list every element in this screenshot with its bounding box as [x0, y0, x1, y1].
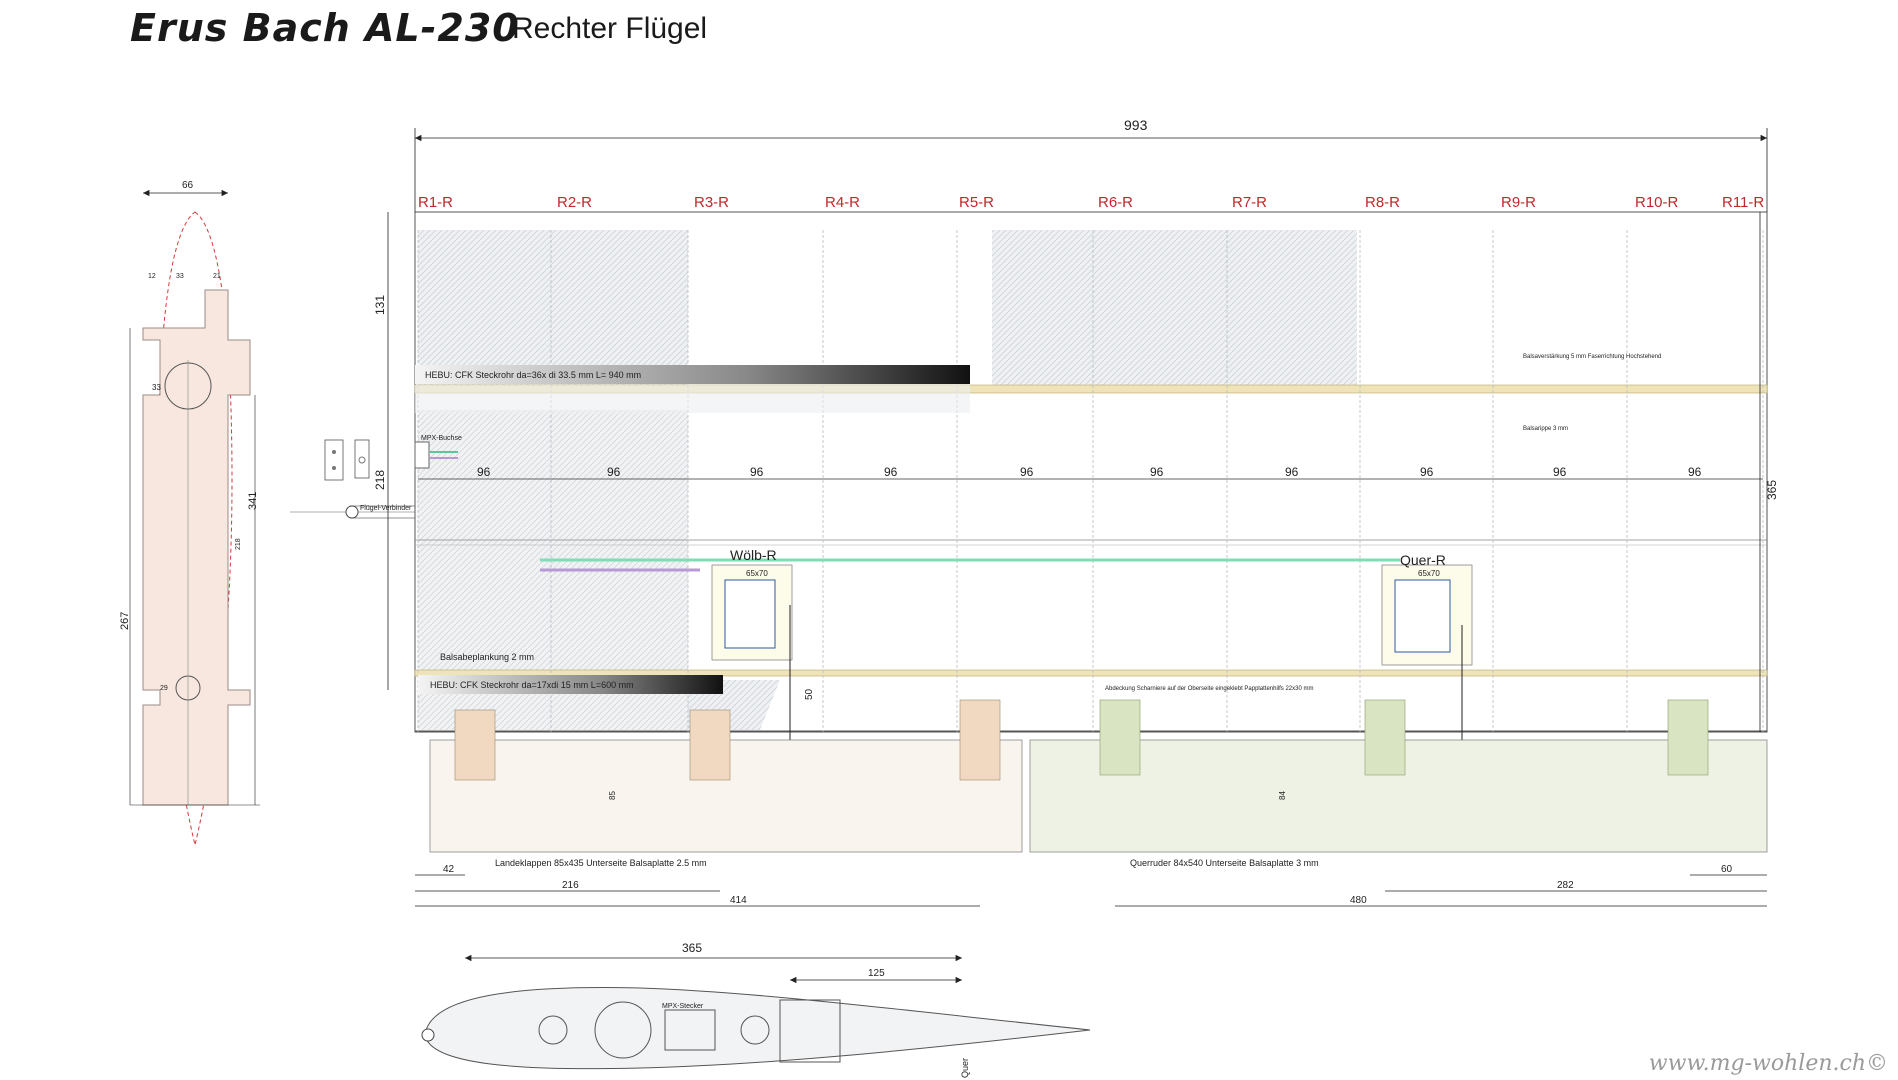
dim-rib-length: 365 — [682, 941, 702, 955]
hebu-front-label: HEBU: CFK Steckrohr da=36x di 33.5 mm L=… — [425, 370, 641, 380]
rib-spacing: 96 — [1150, 465, 1164, 479]
mpx-sketches — [324, 439, 370, 481]
rib-spacing: 96 — [750, 465, 764, 479]
rib-spacing: 96 — [607, 465, 621, 479]
dim-282: 282 — [1557, 880, 1574, 891]
woelb-label: Wölb-R — [730, 547, 777, 563]
rib-spacing: 96 — [1688, 465, 1702, 479]
profile-dim-66: 66 — [182, 180, 194, 191]
dim-131: 131 — [373, 295, 387, 315]
rib-label: R6-R — [1098, 194, 1133, 211]
flap-label: Landeklappen 85x435 Unterseite Balsaplat… — [495, 858, 707, 868]
rib-label: R4-R — [825, 194, 860, 211]
balsa-rib-label: Balsarippe 3 mm — [1523, 426, 1568, 432]
dim-chord: 365 — [1765, 480, 1779, 500]
rib-spacing: 96 — [884, 465, 898, 479]
dim-216: 216 — [562, 880, 579, 891]
dim-span: 993 — [1124, 117, 1148, 133]
rib-label: R10-R — [1635, 194, 1679, 211]
hinge-note: Abdeckung Scharniere auf der Oberseite e… — [1105, 686, 1313, 692]
hebu-rear-label: HEBU: CFK Steckrohr da=17xdi 15 mm L=600… — [430, 680, 634, 690]
rib-spacing: 96 — [1285, 465, 1299, 479]
profile-dim-341: 341 — [247, 492, 259, 510]
rib-label: R2-R — [557, 194, 592, 211]
root-profile-view: 66 12 33 21 33 341 267 218 29 — [119, 180, 260, 846]
profile-dim-33b: 33 — [152, 383, 161, 392]
dim-125: 125 — [868, 968, 885, 979]
dim-414: 414 — [730, 895, 747, 906]
dim-85: 85 — [608, 791, 617, 800]
dim-60: 60 — [1721, 864, 1733, 875]
rib-label: R11-R — [1722, 194, 1764, 211]
wing-plan: HEBU: CFK Steckrohr da=36x di 33.5 mm L=… — [414, 211, 1768, 868]
dim-42: 42 — [443, 864, 455, 875]
profile-dim-29: 29 — [160, 685, 168, 692]
rib-label: R8-R — [1365, 194, 1400, 211]
rib-spacing: 96 — [1420, 465, 1434, 479]
rib-labels: R1-R R2-R R3-R R4-R R5-R R6-R R7-R R8-R … — [418, 194, 1764, 211]
model-title: Erus Bach AL-230 — [130, 6, 520, 50]
profile-dim-267: 267 — [119, 612, 131, 630]
joiner-label: Flügel-Verbinder — [360, 505, 412, 512]
rib-spacing: 96 — [477, 465, 491, 479]
rib-profile-view: 365 125 MPX-Stecker Quer — [421, 941, 1091, 1078]
aileron-label: Querruder 84x540 Unterseite Balsaplatte … — [1130, 858, 1319, 868]
rib-spacing: 96 — [1020, 465, 1034, 479]
profile-dim-33: 33 — [176, 273, 184, 280]
rib-spacing: 96 — [1553, 465, 1567, 479]
planking-label: Balsabeplankung 2 mm — [440, 652, 534, 662]
dim-50: 50 — [804, 688, 815, 700]
dim-480: 480 — [1350, 895, 1367, 906]
balsa-strip-label: Balsaverstärkung 5 mm Faserrichtung Hoch… — [1523, 354, 1661, 360]
part-title: Rechter Flügel — [512, 12, 708, 45]
profile-dim-218b: 218 — [235, 538, 242, 550]
rib-label: R7-R — [1232, 194, 1267, 211]
quer-label: Quer-R — [1400, 552, 1446, 568]
dim-218: 218 — [373, 470, 387, 490]
rib-label: R9-R — [1501, 194, 1536, 211]
mpx-stecker-label: MPX-Stecker — [662, 1003, 704, 1010]
profile-dim-21: 21 — [213, 273, 221, 280]
profile-dim-12: 12 — [148, 273, 156, 280]
quer-vertical-label: Quer — [960, 1058, 970, 1078]
watermark: www.mg-wohlen.ch© — [1648, 1051, 1888, 1076]
overall-dims — [387, 128, 1768, 907]
rib-spacing-dims: 96 96 96 96 96 96 96 96 96 96 — [418, 465, 1763, 480]
rib-label: R5-R — [959, 194, 994, 211]
servo-size-woelb: 65x70 — [746, 569, 768, 578]
dim-84: 84 — [1278, 791, 1287, 800]
rib-label: R3-R — [694, 194, 729, 211]
servo-size-quer: 65x70 — [1418, 569, 1440, 578]
mpx-buchse-label: MPX-Buchse — [421, 435, 462, 442]
rib-label: R1-R — [418, 194, 453, 211]
